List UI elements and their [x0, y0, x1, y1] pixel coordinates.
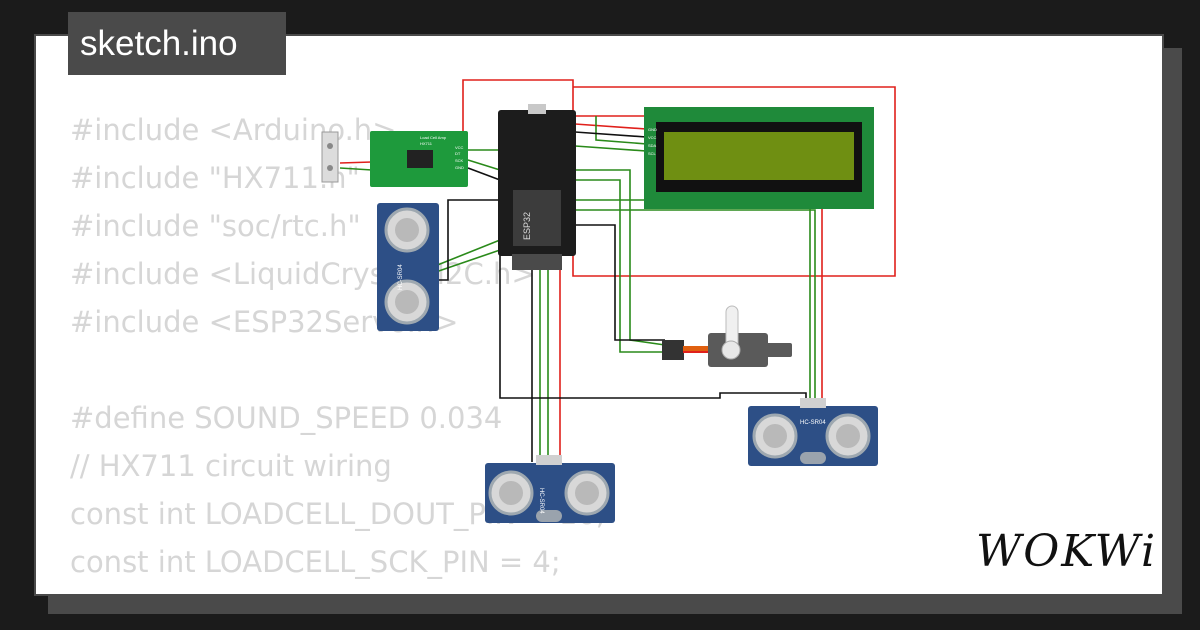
wire-black — [575, 224, 665, 341]
sensor-bottom-label: HC-SR04 — [538, 488, 544, 514]
ultrasonic-sensor-bottom: HC-SR04 — [485, 455, 615, 523]
wire-black — [430, 199, 500, 281]
code-line: // HX711 circuit wiring — [70, 449, 392, 483]
code-line: #include <Arduino.h> — [70, 113, 397, 147]
wire-green — [575, 199, 811, 408]
lcd-display: GND VCC SDA SCL — [644, 107, 874, 209]
hx711-pin-label: DT — [455, 151, 461, 156]
ultrasonic-sensor-right: HC-SR04 — [748, 398, 878, 466]
esp32-label: ESP32 — [522, 212, 532, 240]
lcd-pin-label: GND — [648, 127, 657, 132]
wire-green — [575, 179, 665, 353]
servo-motor — [662, 305, 792, 367]
wire-red — [339, 161, 373, 164]
ultrasonic-sensor-left: HC-SR04 — [377, 203, 439, 331]
code-line: #include <LiquidCrystal_I2C.h> — [70, 257, 536, 291]
wire-red — [572, 86, 896, 277]
wire-green — [575, 169, 666, 346]
hx711-part: HX711 — [420, 141, 433, 146]
preview-card: #include <Arduino.h> #include "HX711.h" … — [34, 34, 1164, 596]
wire-red — [462, 79, 574, 150]
file-tab[interactable]: sketch.ino — [68, 12, 286, 75]
wire-black — [499, 215, 807, 408]
lcd-pin-label: SDA — [648, 143, 657, 148]
load-cell — [321, 131, 339, 183]
wire-green — [467, 159, 501, 171]
code-line: const int TRIG_PIN1 = 32; — [70, 593, 444, 594]
code-line: #include "soc/rtc.h" — [70, 209, 361, 243]
wire-black — [467, 167, 501, 181]
wire-green — [339, 167, 373, 171]
lcd-pin-label: SCL — [648, 151, 657, 156]
sensor-right-label: HC-SR04 — [800, 420, 826, 426]
code-line: #define SOUND_SPEED 0.034 — [70, 401, 503, 435]
wokwi-logo: WOKWi — [976, 526, 1158, 577]
wire-green — [575, 209, 816, 408]
hx711-title: Load Cell Amp — [420, 135, 447, 140]
esp32-board: ESP32 — [498, 104, 576, 270]
hx711-module: Load Cell Amp HX711 VCC DT SCK GND — [370, 131, 468, 187]
code-line: const int LOADCELL_SCK_PIN = 4; — [70, 545, 561, 579]
wire-green — [429, 249, 501, 275]
hx711-pin-label: VCC — [455, 145, 464, 150]
code-preview: #include <Arduino.h> #include "HX711.h" … — [70, 106, 606, 594]
wire-green — [595, 116, 661, 146]
hx711-pin-label: SCK — [455, 158, 464, 163]
hx711-pin-label: GND — [455, 165, 464, 170]
sensor-left-label: HC-SR04 — [398, 264, 404, 290]
wire-green — [429, 239, 501, 269]
lcd-pin-label: VCC — [648, 135, 657, 140]
